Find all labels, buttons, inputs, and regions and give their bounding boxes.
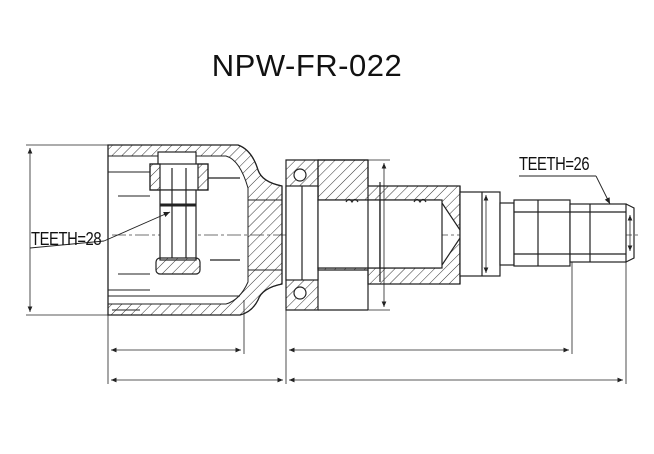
right-teeth-label: TEETH=26: [519, 154, 590, 174]
stepped-shaft: [459, 191, 571, 277]
left-teeth-label: TEETH=28: [31, 229, 102, 249]
part-number-title: NPW-FR-022: [211, 48, 403, 83]
right-teeth-leader: [595, 175, 611, 205]
dimension-lines: [26, 144, 633, 384]
housing-stem: [247, 199, 283, 271]
main-shaft: [317, 159, 461, 311]
middle-flange: [285, 159, 319, 311]
tripod-roller-assembly: [149, 151, 240, 275]
housing-top-wall: [107, 144, 283, 201]
housing-bottom-wall: [107, 269, 283, 316]
left-teeth-underline: [29, 240, 105, 249]
left-teeth-leader: [103, 211, 171, 242]
spline-end: [569, 203, 635, 263]
